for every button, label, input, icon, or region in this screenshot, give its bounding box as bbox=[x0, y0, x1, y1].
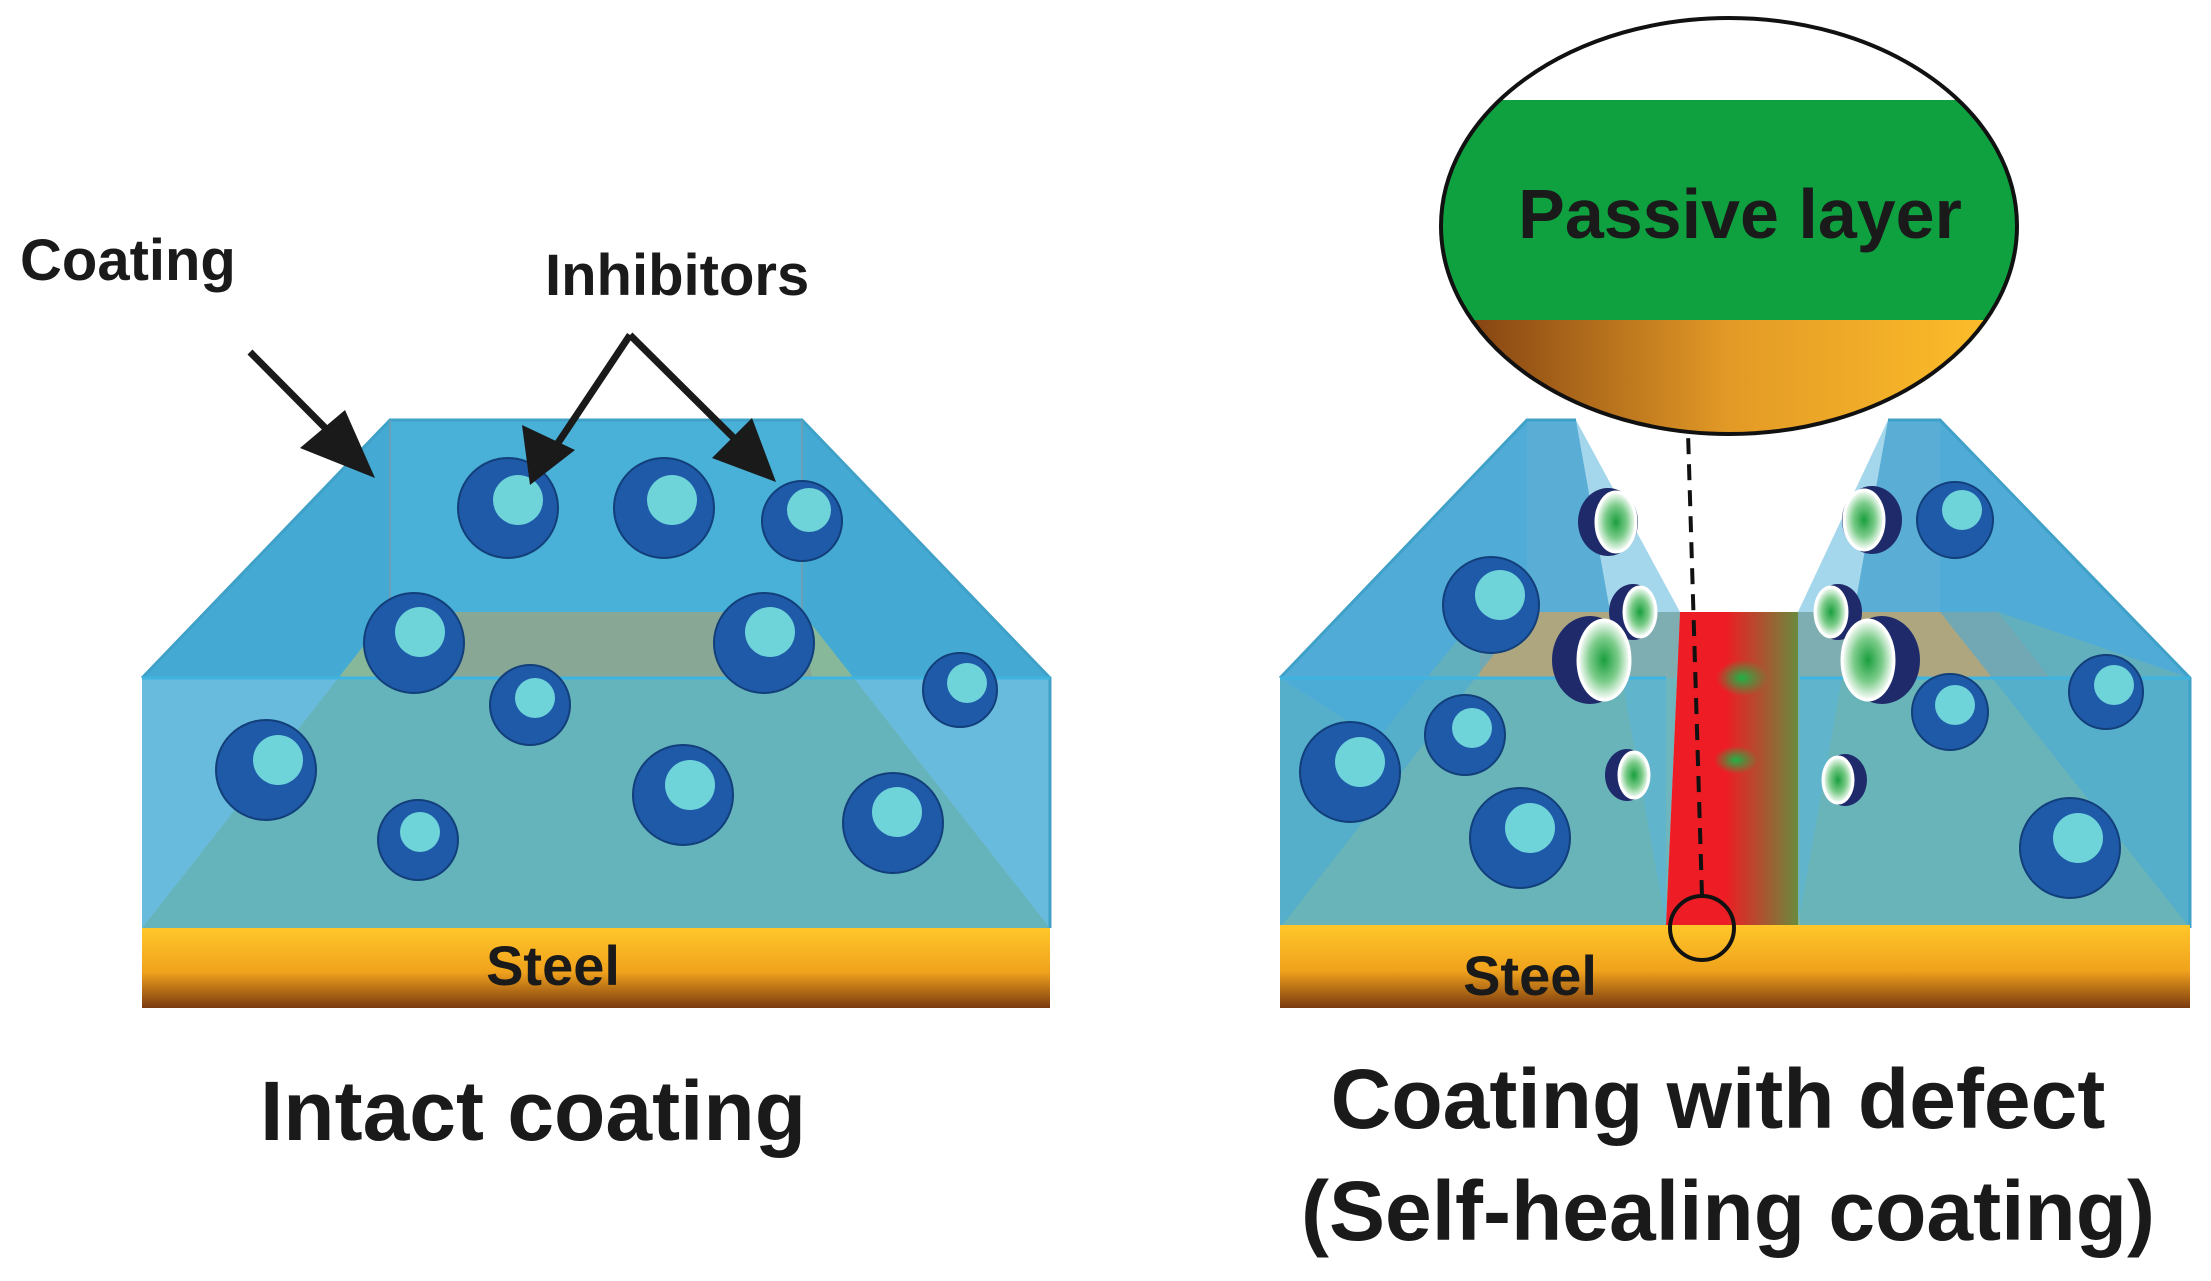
steel-label: Steel bbox=[486, 934, 620, 997]
intact-coating-caption: Intact coating bbox=[260, 1064, 806, 1158]
half-capsule-icon bbox=[1821, 754, 1867, 806]
inhibitor-sphere bbox=[363, 592, 465, 694]
coating-label: Coating bbox=[20, 228, 236, 293]
coating-right-side bbox=[1940, 420, 2190, 928]
half-capsule-icon bbox=[1813, 584, 1862, 640]
half-capsule-icon bbox=[1552, 616, 1632, 704]
inhibitor-spheres bbox=[1299, 481, 2144, 899]
coating-front-face bbox=[142, 678, 1050, 928]
steel-substrate bbox=[142, 928, 1050, 1008]
inhibitors-label: Inhibitors bbox=[545, 243, 809, 308]
steel-label: Steel bbox=[1463, 944, 1597, 1007]
passive-layer-label: Passive layer bbox=[1518, 175, 1962, 253]
half-capsule-icon bbox=[1842, 486, 1902, 554]
arrow-icon bbox=[247, 349, 375, 478]
defect-caption-line2: (Self-healing coating) bbox=[1301, 1164, 2155, 1258]
inhibitor-sphere bbox=[922, 652, 998, 728]
half-capsule-icon bbox=[1605, 749, 1651, 801]
inhibitor-sphere bbox=[761, 480, 843, 562]
arrow-icon bbox=[522, 333, 633, 485]
inhibitor-sphere bbox=[2019, 797, 2121, 899]
half-capsule-icon bbox=[1609, 584, 1658, 640]
inhibitor-spheres bbox=[215, 457, 998, 881]
inhibitor-sphere bbox=[1911, 673, 1989, 751]
steel-substrate bbox=[1280, 925, 2190, 1008]
defect-caption-line1: Coating with defect bbox=[1331, 1052, 2106, 1146]
coating-floor-dark bbox=[380, 612, 812, 678]
inhibitor-sphere bbox=[713, 592, 815, 694]
inhibitor-sphere bbox=[1916, 481, 1994, 559]
inhibitor-sphere bbox=[2068, 654, 2144, 730]
released-inhibitors-right bbox=[1813, 486, 1920, 806]
inhibitor-sphere bbox=[842, 772, 944, 874]
inhibitor-sphere bbox=[613, 457, 715, 559]
coating-left-side bbox=[142, 420, 390, 928]
inhibitor-sphere bbox=[377, 799, 459, 881]
inhibitor-sphere bbox=[457, 457, 559, 559]
arrow-icon bbox=[627, 332, 776, 482]
inhibitor-sphere bbox=[215, 719, 317, 821]
defect-coating-panel: Steel bbox=[1278, 16, 2192, 1258]
passive-layer-band bbox=[1441, 100, 2017, 320]
inhibitor-sphere bbox=[1299, 721, 1401, 823]
half-capsule-icon bbox=[1578, 488, 1638, 556]
inhibitor-sphere bbox=[1424, 694, 1506, 776]
half-capsule-icon bbox=[1840, 616, 1920, 704]
released-inhibitors-left bbox=[1552, 488, 1658, 801]
inhibitor-sphere bbox=[1442, 556, 1540, 654]
inhibitor-sphere bbox=[632, 744, 734, 846]
inhibitor-sphere bbox=[489, 664, 571, 746]
intact-coating-panel: Steel Coating Inhibitors bbox=[20, 228, 1052, 1158]
inhibitor-sphere bbox=[1469, 787, 1571, 889]
zoom-callout-outline bbox=[1439, 16, 2019, 436]
